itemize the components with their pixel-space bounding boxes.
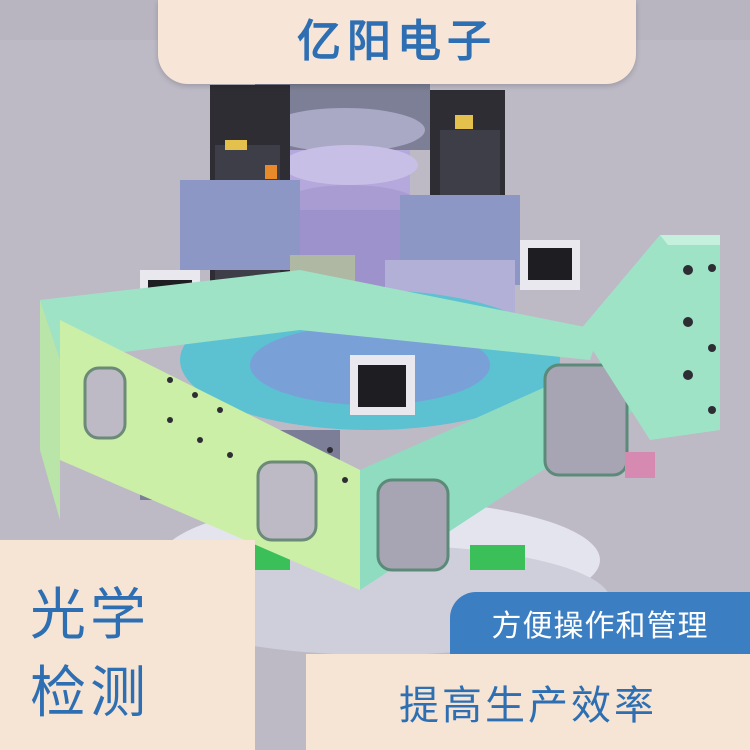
brand-name: 亿阳电子 — [297, 16, 497, 67]
feature-tag-text: 提高生产效率 — [399, 683, 657, 729]
category-badge: 光学 检测 — [0, 540, 255, 750]
category-line-1: 光学 — [30, 583, 150, 648]
feature-tag-text: 方便操作和管理 — [491, 609, 709, 644]
category-line-2: 检测 — [30, 661, 150, 726]
feature-tag-easy-operation: 方便操作和管理 — [450, 592, 750, 654]
brand-banner: 亿阳电子 — [158, 0, 636, 84]
feature-tag-efficiency: 提高生产效率 — [306, 654, 750, 750]
